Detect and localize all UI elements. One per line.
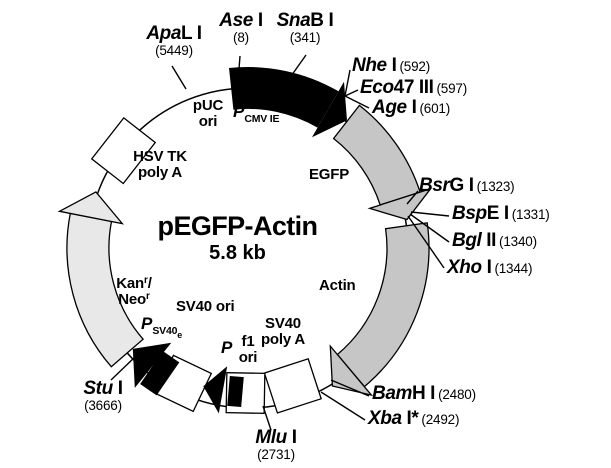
- kan-neo-arrowhead: [57, 191, 124, 225]
- feature-label-kan-neo: Kanr/ Neor: [116, 275, 152, 309]
- p-sv40e-promoter-arrow-body: [140, 351, 180, 396]
- leader-xho: [407, 215, 445, 269]
- leader-stu: [110, 355, 137, 381]
- feature-label-puc-ori: pUC ori: [192, 97, 224, 131]
- feature-label-f1-ori: f1 ori: [238, 333, 258, 367]
- sv40-polya-box: [263, 358, 322, 414]
- leader-mlu: [262, 405, 272, 431]
- actin-arrowhead: [329, 344, 374, 397]
- feature-label-sv40-ori: SV40 ori: [176, 298, 235, 315]
- enzyme-label-xho: Xho I(1344): [447, 257, 533, 278]
- feature-label-sv40-polya: SV40 poly A: [260, 315, 306, 349]
- enzyme-label-bgl: Bgl II(1340): [452, 230, 537, 251]
- leader-lines: [110, 54, 450, 431]
- feature-label-egfp: EGFP: [309, 166, 350, 183]
- enzyme-label-snab: SnaB I (341): [276, 10, 334, 45]
- feature-label-p-cmv: PCMV IE: [233, 102, 280, 125]
- egfp-arrowhead: [367, 187, 433, 221]
- leader-xba: [320, 391, 366, 421]
- leader-age: [344, 95, 370, 109]
- enzyme-label-bsrg: BsrG I(1323): [419, 175, 515, 196]
- leader-snab: [288, 54, 307, 80]
- leader-nhe: [344, 69, 351, 97]
- enzyme-label-eco47: Eco47 III(597): [360, 77, 468, 98]
- enzyme-label-bspe: BspE I(1331): [452, 203, 550, 224]
- feature-label-hsv-tk-polya: HSV TK poly A: [133, 148, 187, 182]
- enzyme-label-nhe: Nhe I(592): [352, 55, 430, 76]
- feature-label-p-sv40e: PSV40e: [141, 314, 183, 340]
- plasmid-size: 5.8 kb: [209, 242, 266, 265]
- enzyme-label-mlu: Mlu I (2731): [255, 427, 297, 462]
- plasmid-name: pEGFP-Actin: [157, 211, 319, 241]
- feature-label-actin: Actin: [319, 277, 356, 294]
- enzyme-label-stu: Stu I (3666): [83, 378, 123, 413]
- feature-label-p-f1: P: [221, 338, 233, 357]
- enzyme-label-ase: Ase I (8): [219, 10, 263, 45]
- leader-ase: [238, 55, 241, 70]
- f1-promoter-arrowhead: [203, 366, 228, 414]
- leader-apal: [171, 65, 187, 90]
- enzyme-label-apal: ApaL I (5449): [146, 23, 202, 58]
- p-sv40e-promoter-arrowhead: [132, 342, 172, 388]
- leader-bsrg: [406, 190, 419, 205]
- leader-bamh: [330, 379, 370, 397]
- enzyme-label-bamh: BamH I(2480): [372, 383, 476, 404]
- enzyme-label-age: Age I(601): [372, 97, 450, 118]
- leader-eco47: [344, 89, 359, 97]
- cmv-promoter-arrowhead: [312, 81, 347, 138]
- actin-gene-arc: [336, 222, 430, 388]
- cmv-promoter-arc: [229, 67, 339, 128]
- hsv-tk-polya-box: [90, 116, 157, 185]
- f1-promoter-arrow-body: [227, 375, 244, 408]
- leader-bspe: [410, 211, 450, 217]
- plasmid-title: pEGFP-Actin 5.8 kb: [140, 212, 335, 264]
- leader-bgl: [409, 213, 450, 243]
- enzyme-label-xba: Xba I*(2492): [368, 408, 460, 429]
